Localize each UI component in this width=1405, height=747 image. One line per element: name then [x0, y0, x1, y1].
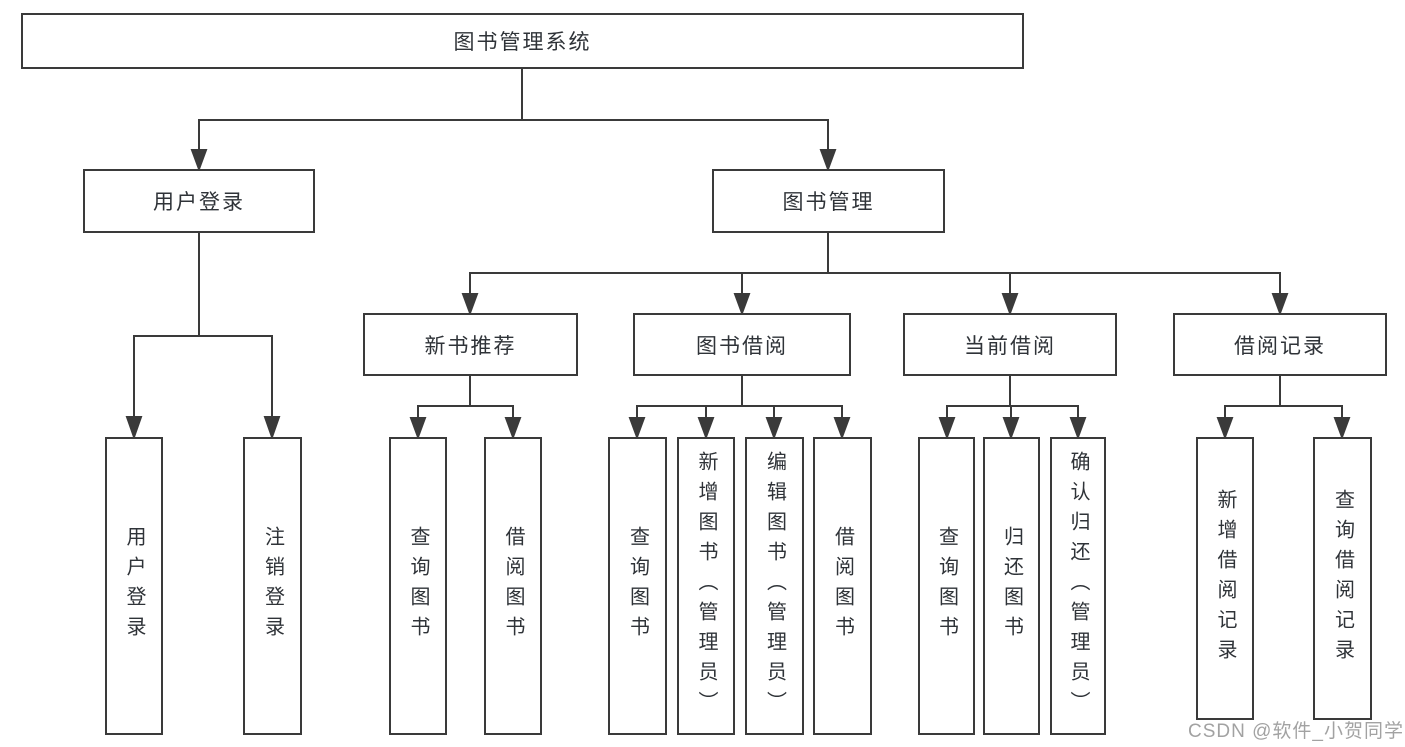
watermark: CSDN @软件_小贺同学 [1188, 721, 1404, 742]
leaf-return-book: 归还图书 [983, 437, 1040, 735]
leaf-query-book-borrow: 查询图书 [608, 437, 667, 735]
leaf-add-borrow-record: 新增借阅记录 [1196, 437, 1254, 720]
leaf-query-borrow-record: 查询借阅记录 [1313, 437, 1372, 720]
leaf-confirm-return-admin: 确认归还（管理员） [1050, 437, 1106, 735]
node-borrow-records: 借阅记录 [1173, 313, 1387, 376]
node-library-system: 图书管理系统 [21, 13, 1024, 69]
leaf-user-login: 用户登录 [105, 437, 163, 735]
node-book-management: 图书管理 [712, 169, 945, 233]
node-user-login: 用户登录 [83, 169, 315, 233]
leaf-borrow-book: 借阅图书 [813, 437, 872, 735]
leaf-query-book-current: 查询图书 [918, 437, 975, 735]
leaf-borrow-book-recommend: 借阅图书 [484, 437, 542, 735]
node-new-book-recommend: 新书推荐 [363, 313, 578, 376]
leaf-query-book-recommend: 查询图书 [389, 437, 447, 735]
node-current-borrow: 当前借阅 [903, 313, 1117, 376]
leaf-edit-book-admin: 编辑图书（管理员） [745, 437, 804, 735]
leaf-add-book-admin: 新增图书（管理员） [677, 437, 735, 735]
leaf-logout: 注销登录 [243, 437, 302, 735]
node-book-borrow: 图书借阅 [633, 313, 851, 376]
